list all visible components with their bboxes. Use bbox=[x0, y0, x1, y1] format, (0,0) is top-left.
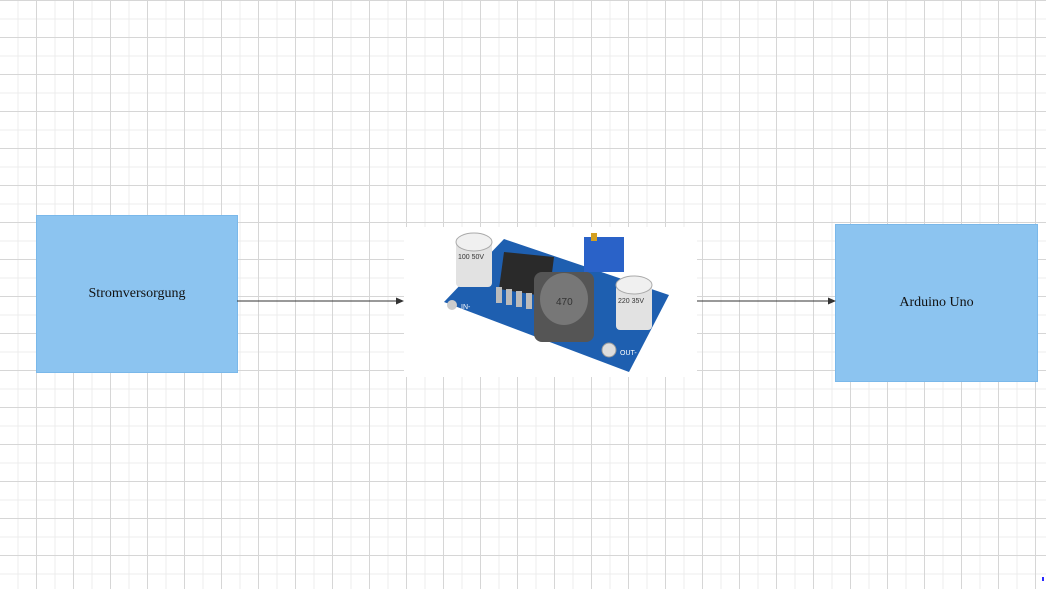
node-arduino-uno[interactable]: Arduino Uno bbox=[835, 224, 1038, 382]
node-label: Stromversorgung bbox=[88, 286, 186, 301]
out-label: OUT- bbox=[620, 350, 637, 357]
inductor-top bbox=[540, 273, 588, 325]
svg-text:220 35V: 220 35V bbox=[618, 298, 644, 305]
node-converter-image[interactable]: 470 100 50V 220 35V IN- OUT- bbox=[404, 227, 697, 377]
node-label: Arduino Uno bbox=[899, 295, 974, 310]
mount-hole bbox=[447, 300, 457, 310]
mount-hole bbox=[601, 342, 617, 358]
arrowhead-icon bbox=[828, 297, 836, 305]
arrowhead-icon bbox=[396, 297, 404, 305]
converter-board-illustration: 470 100 50V 220 35V IN- OUT- bbox=[444, 232, 669, 372]
potentiometer bbox=[584, 237, 624, 272]
svg-text:100 50V: 100 50V bbox=[458, 254, 484, 261]
canvas-resize-handle[interactable] bbox=[1042, 577, 1044, 581]
inductor-marking: 470 bbox=[556, 297, 573, 308]
in-label: IN- bbox=[461, 304, 471, 311]
edge-power-to-converter[interactable] bbox=[237, 297, 404, 305]
input-capacitor bbox=[456, 242, 492, 287]
edge-converter-to-arduino[interactable] bbox=[697, 297, 836, 305]
node-power-supply[interactable]: Stromversorgung bbox=[36, 215, 238, 373]
output-capacitor bbox=[616, 285, 652, 330]
